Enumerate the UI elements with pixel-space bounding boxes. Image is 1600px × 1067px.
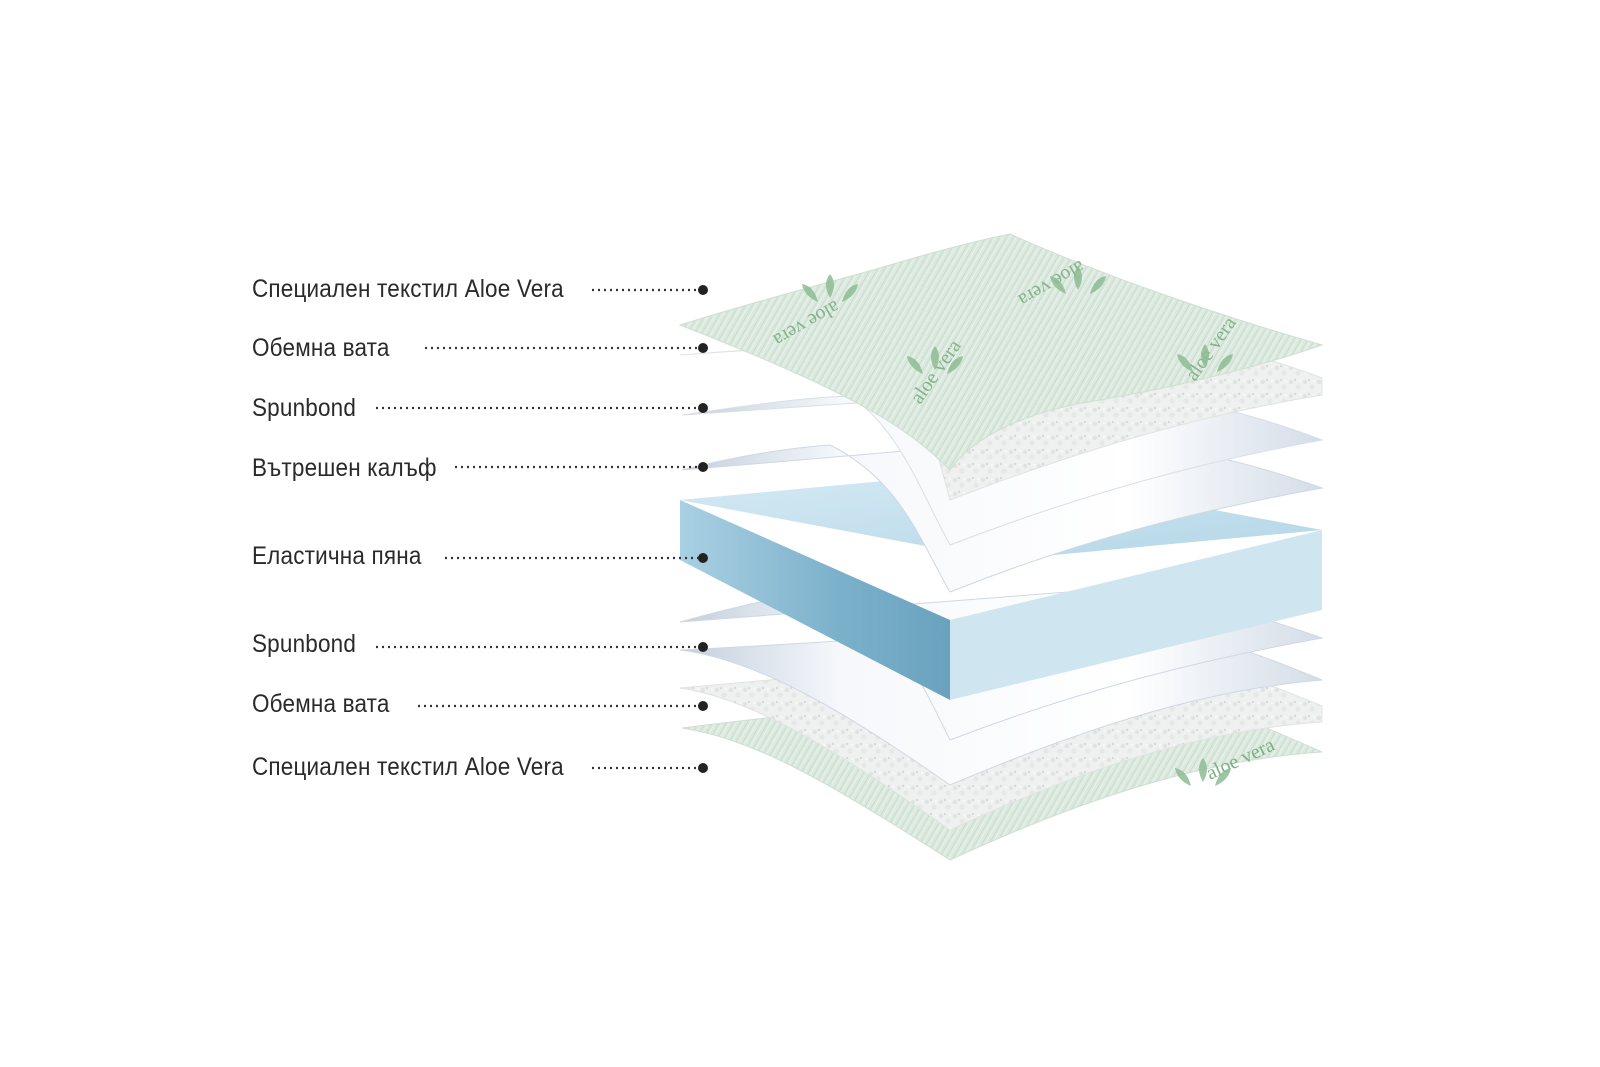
leader-dot <box>698 553 708 563</box>
leader-dot <box>698 285 708 295</box>
layer-label-spunbond-top: Spunbond <box>252 394 357 422</box>
leader-dot <box>698 403 708 413</box>
leader-dot <box>698 763 708 773</box>
leader-dot <box>698 462 708 472</box>
layer-label-wadding-bottom: Обемна вата <box>252 690 390 718</box>
layer-label-wadding-top: Обемна вата <box>252 334 390 362</box>
leader-dot <box>698 343 708 353</box>
leader-lines <box>376 288 700 770</box>
layer-aloe-textile-top <box>678 233 1324 471</box>
leader-dot <box>698 701 708 711</box>
layer-label-elastic-foam: Еластична пяна <box>252 542 422 570</box>
layer-label-spunbond-bottom: Spunbond <box>252 630 357 658</box>
leader-dot <box>698 642 708 652</box>
layer-label-aloe-textile-bottom: Специален текстил Aloe Vera <box>252 753 564 781</box>
layer-elastic-foam-side <box>950 530 1322 700</box>
layer-label-inner-cover: Вътрешен калъф <box>252 454 437 482</box>
layer-label-aloe-textile-top: Специален текстил Aloe Vera <box>252 275 564 303</box>
leader-dots <box>698 285 708 773</box>
layer-elastic-foam-front <box>680 500 950 700</box>
